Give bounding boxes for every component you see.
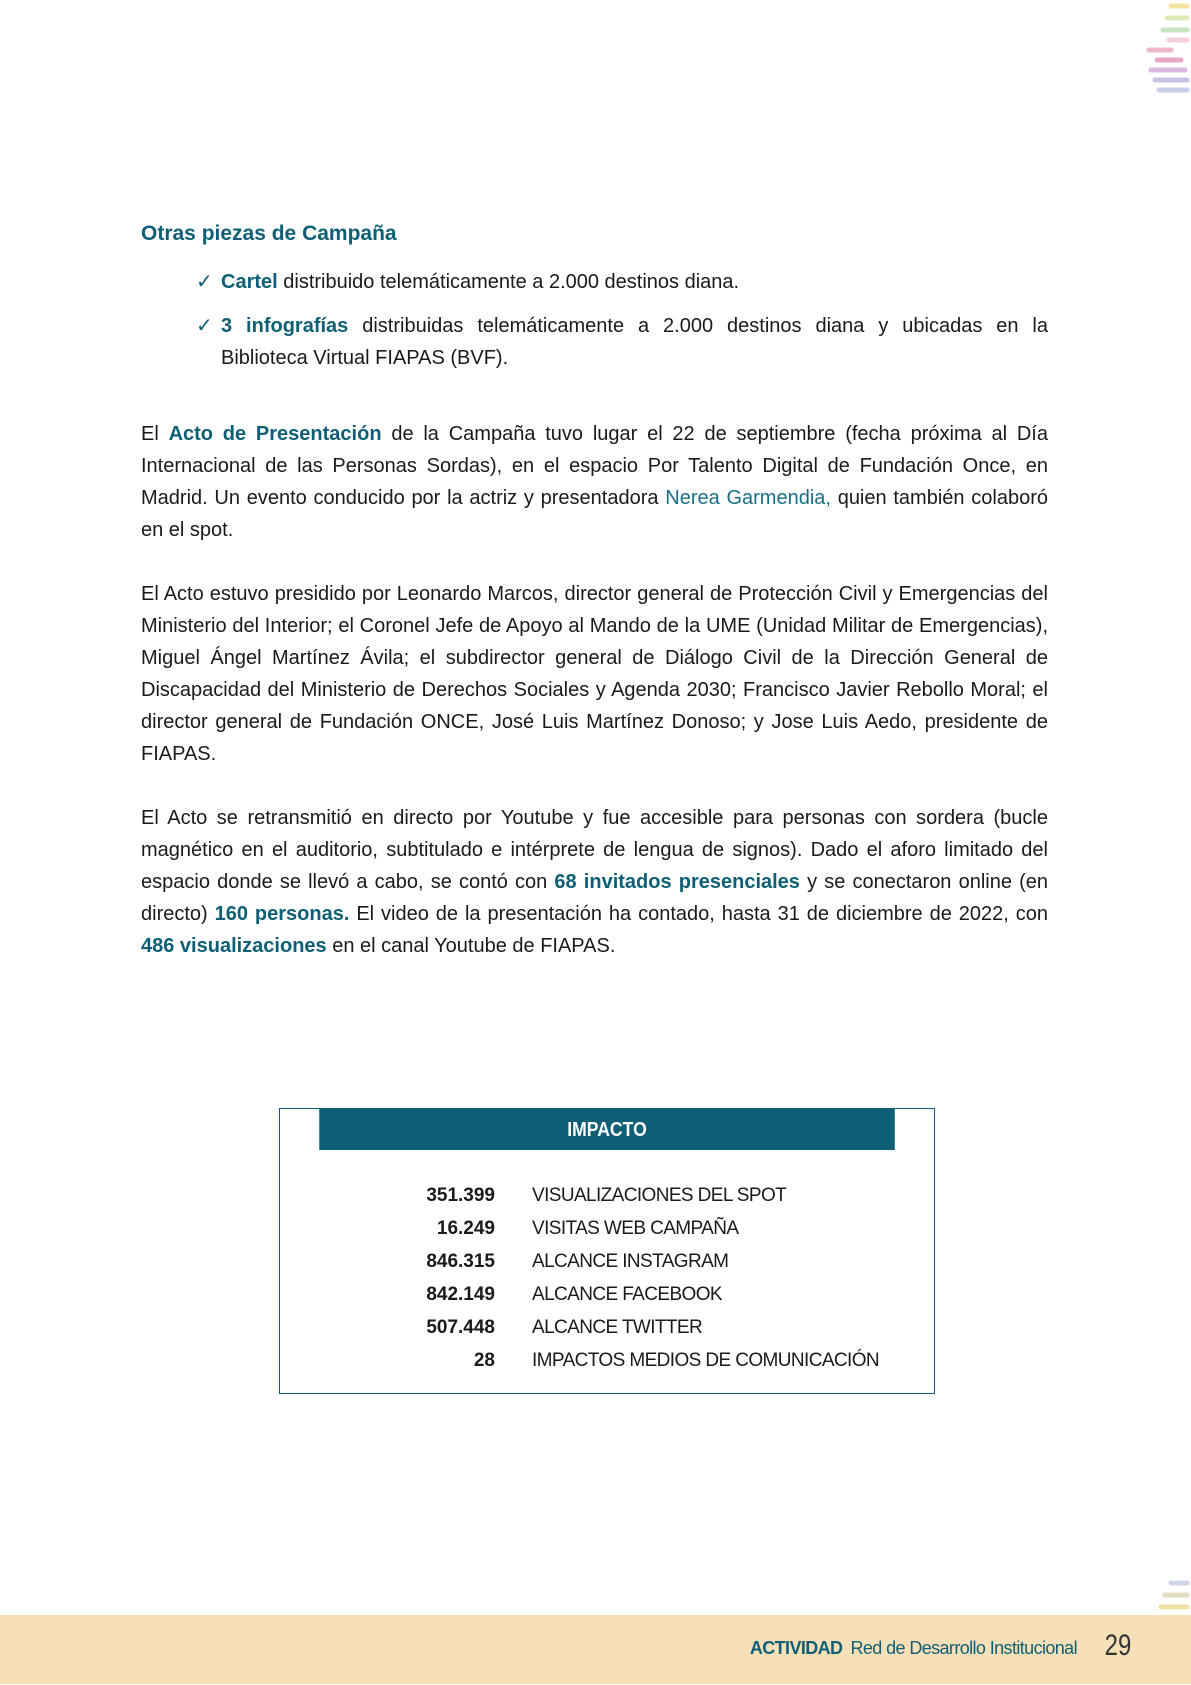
highlight: Acto de Presentación (168, 423, 382, 445)
impact-table: 351.399 VISUALIZACIONES DEL SPOT 16.249 … (360, 1179, 879, 1377)
highlight: 486 visualizaciones (141, 935, 327, 957)
checkmark-icon: ✓ (196, 271, 213, 293)
table-row: 846.315 ALCANCE INSTAGRAM (360, 1245, 879, 1278)
text: quien también colaboró en el spot. (141, 487, 1048, 541)
table-row: 28 IMPACTOS MEDIOS DE COMUNICACIÓN (360, 1344, 880, 1377)
impact-value: 351.399 (426, 1184, 495, 1206)
impact-value: 28 (473, 1349, 495, 1371)
highlight: 68 invitados presenciales (554, 871, 800, 893)
impact-label: VISITAS WEB CAMPAÑA (532, 1217, 739, 1239)
page-number: 29 (1104, 1629, 1131, 1662)
text: El video de la presentación ha contado, … (349, 903, 1048, 925)
section-title: Otras piezas de Campaña (141, 222, 397, 245)
impact-label: IMPACTOS MEDIOS DE COMUNICACIÓN (532, 1349, 880, 1371)
footer-subtitle: Red de Desarrollo Institucional (850, 1638, 1077, 1658)
table-row: 842.149 ALCANCE FACEBOOK (360, 1278, 879, 1311)
impact-label: ALCANCE INSTAGRAM (532, 1250, 729, 1272)
text: y se conectaron online (en directo) (141, 871, 1048, 925)
checklist-item: ✓ Cartel distribuido telemáticamente a 2… (196, 266, 1048, 298)
impact-label: ALCANCE FACEBOOK (532, 1283, 723, 1305)
checklist-item: ✓ 3 infografías distribuidas telemáticam… (196, 310, 1048, 374)
impact-label: VISUALIZACIONES DEL SPOT (532, 1184, 787, 1206)
table-row: 16.249 VISITAS WEB CAMPAÑA (360, 1212, 879, 1245)
decorative-bars-top (1146, 3, 1190, 93)
impact-value: 846.315 (426, 1250, 495, 1272)
table-row: 507.448 ALCANCE TWITTER (360, 1311, 879, 1344)
checkmark-icon: ✓ (196, 315, 213, 337)
footer-section: ACTIVIDAD (749, 1638, 843, 1658)
checklist-highlight: 3 infografías (221, 315, 349, 337)
impact-title: IMPACTO (319, 1109, 895, 1150)
impact-value: 16.249 (436, 1217, 495, 1239)
impact-value: 507.448 (426, 1316, 495, 1338)
checklist-text: distribuidas telemáticamente a 2.000 des… (221, 315, 1048, 369)
text: en el canal Youtube de FIAPAS. (326, 935, 616, 957)
page-footer: ACTIVIDAD Red de Desarrollo Institucional… (0, 1615, 1191, 1684)
paragraph-presentation: El Acto de Presentación de la Campaña tu… (141, 418, 1048, 546)
paragraph-broadcast: El Acto se retransmitió en directo por Y… (141, 802, 1048, 962)
impact-label: ALCANCE TWITTER (532, 1316, 703, 1338)
checklist: ✓ Cartel distribuido telemáticamente a 2… (196, 266, 1048, 386)
impact-box: IMPACTO 351.399 VISUALIZACIONES DEL SPOT… (279, 1108, 935, 1394)
presenter-link[interactable]: Nerea Garmendia, (665, 487, 831, 509)
footer-text: ACTIVIDAD Red de Desarrollo Institucional (749, 1638, 1078, 1659)
highlight: 160 personas. (214, 903, 350, 925)
text: El Acto se retransmitió en directo por Y… (141, 807, 1048, 893)
text: de la Campaña tuvo lugar el 22 de septie… (141, 423, 1048, 509)
paragraph-attendees: El Acto estuvo presidido por Leonardo Ma… (141, 583, 1048, 765)
table-row: 351.399 VISUALIZACIONES DEL SPOT (360, 1179, 879, 1212)
checklist-text: distribuido telemáticamente a 2.000 dest… (277, 271, 740, 293)
text: El (141, 423, 169, 445)
impact-value: 842.149 (426, 1283, 495, 1305)
checklist-highlight: Cartel (221, 271, 278, 293)
